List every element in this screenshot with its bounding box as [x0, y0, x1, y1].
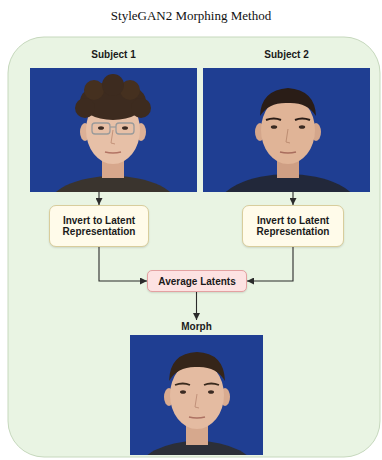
- morph-photo-node: Morph: [130, 320, 263, 455]
- subject-photo: [203, 68, 370, 246]
- morph-photo: [130, 335, 263, 460]
- node-heading: Morph: [130, 321, 263, 332]
- box-label: Invert to Latent Representation: [55, 215, 143, 237]
- diagram-title: StyleGAN2 Morphing Method: [0, 8, 382, 24]
- node-heading: Subject 1: [30, 49, 197, 60]
- flow-arrow: [98, 192, 99, 205]
- panel: [8, 37, 380, 457]
- flow-arrow: [196, 292, 197, 320]
- node-heading: Subject 2: [203, 49, 370, 60]
- process-box: Invert to Latent Representation: [49, 205, 149, 247]
- box-label: Average Latents: [158, 276, 235, 287]
- box-label: Invert to Latent Representation: [248, 215, 338, 237]
- flow-arrow: [99, 247, 147, 281]
- subject-photo-node: Subject 2: [203, 48, 370, 192]
- flow-arrow: [247, 247, 293, 281]
- subject-photo-node: Subject 1: [30, 48, 197, 192]
- process-box: Average Latents: [147, 270, 247, 292]
- flow-arrow: [292, 192, 293, 205]
- process-box: Invert to Latent Representation: [242, 205, 344, 247]
